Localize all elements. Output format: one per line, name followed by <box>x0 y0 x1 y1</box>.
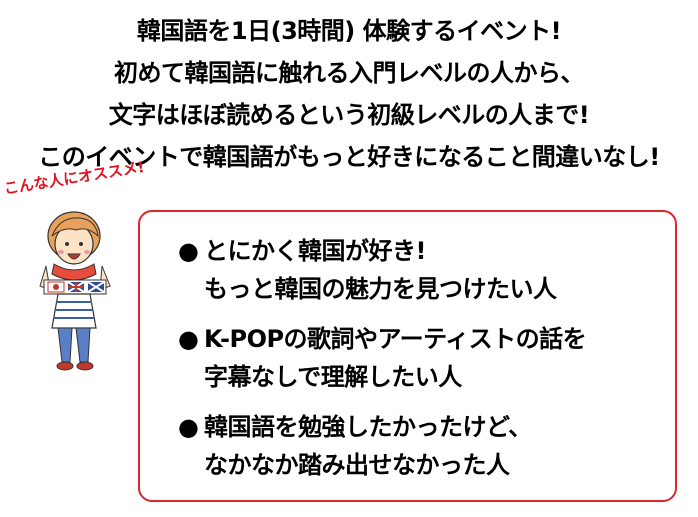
intro-line-3: 文字はほぼ読めるという初級レベルの人まで! <box>108 101 590 129</box>
recommend-item-2: ●K-POPの歌詞やアーティストの話を 字幕なしで理解したい人 <box>178 320 668 396</box>
item-2-line-2: 字幕なしで理解したい人 <box>204 363 462 391</box>
intro-line-1: 韓国語を1日(3時間) 体験するイベント! <box>136 17 562 45</box>
item-3-line-1: 韓国語を勉強したかったけど、 <box>204 413 532 441</box>
intro-line-2: 初めて韓国語に触れる入門レベルの人から、 <box>114 59 585 87</box>
bullet-icon: ● <box>178 325 199 353</box>
intro-line-4: このイベントで韓国語がもっと好きになること間違いなし! <box>38 143 660 171</box>
recommend-item-3: ●韓国語を勉強したかったけど、 なかなか踏み出せなかった人 <box>178 408 668 484</box>
recommend-box: ●とにかく韓国が好き! もっと韓国の魅力を見つけたい人 ●K-POPの歌詞やアー… <box>138 210 677 502</box>
item-3-line-2: なかなか踏み出せなかった人 <box>204 451 510 479</box>
intro-text: 韓国語を1日(3時間) 体験するイベント! 初めて韓国語に触れる入門レベルの人か… <box>0 10 698 178</box>
girl-illustration <box>39 211 111 371</box>
item-2-line-1: K-POPの歌詞やアーティストの話を <box>204 325 587 353</box>
recommend-item-1: ●とにかく韓国が好き! もっと韓国の魅力を見つけたい人 <box>178 232 668 308</box>
item-1-line-1: とにかく韓国が好き! <box>204 237 426 265</box>
item-1-line-2: もっと韓国の魅力を見つけたい人 <box>204 275 557 303</box>
bullet-icon: ● <box>178 237 199 265</box>
bullet-icon: ● <box>178 413 199 441</box>
